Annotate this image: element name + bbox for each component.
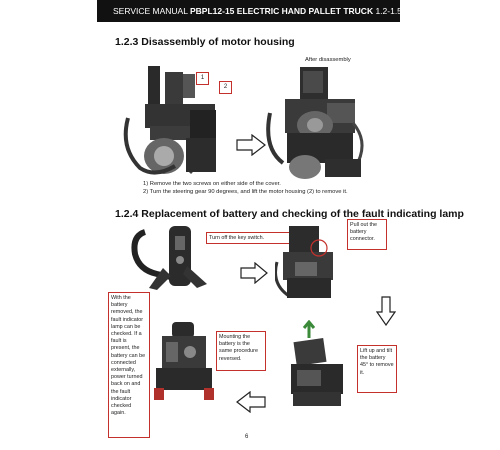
truck-frame-illustration xyxy=(154,322,214,400)
lift-battery-note: Lift up and tilt the battery 45° to remo… xyxy=(357,345,397,393)
arrow-left-icon xyxy=(236,391,266,413)
after-disassembly-label: After disassembly xyxy=(305,57,351,63)
step-1-text: 1) Remove the two screws on either side … xyxy=(143,181,281,187)
battery-connector-illustration xyxy=(275,226,333,298)
section-title-battery: 1.2.4 Replacement of battery and checkin… xyxy=(115,208,464,220)
header-prefix: SERVICE MANUAL xyxy=(113,6,190,16)
truck-after-illustration xyxy=(266,67,364,179)
pull-connector-note: Pull out the battery connector. xyxy=(347,219,387,250)
page-number: 6 xyxy=(245,434,249,440)
callout-2: 2 xyxy=(219,81,232,94)
battery-lift-illustration xyxy=(291,320,343,406)
mounting-note: Mounting the battery is the same procedu… xyxy=(216,331,266,371)
truck-before-illustration xyxy=(123,66,216,175)
page-header: SERVICE MANUAL PBPL12-15 ELECTRIC HAND P… xyxy=(97,0,400,22)
tiller-illustration xyxy=(131,226,207,290)
arrow-right-icon xyxy=(240,262,268,284)
arrow-right-icon xyxy=(236,134,266,156)
header-model: PBPL12-15 ELECTRIC HAND PALLET TRUCK xyxy=(190,6,374,16)
section-title-motor-housing: 1.2.3 Disassembly of motor housing xyxy=(115,36,295,48)
callout-1: 1 xyxy=(196,72,209,85)
fault-lamp-note: With the battery removed, the fault indi… xyxy=(108,292,150,438)
step-2-text: 2) Turn the steering gear 90 degrees, an… xyxy=(143,189,348,195)
arrow-down-icon xyxy=(376,296,396,326)
header-suffix: 1.2-1.5 tonnes xyxy=(375,6,400,16)
